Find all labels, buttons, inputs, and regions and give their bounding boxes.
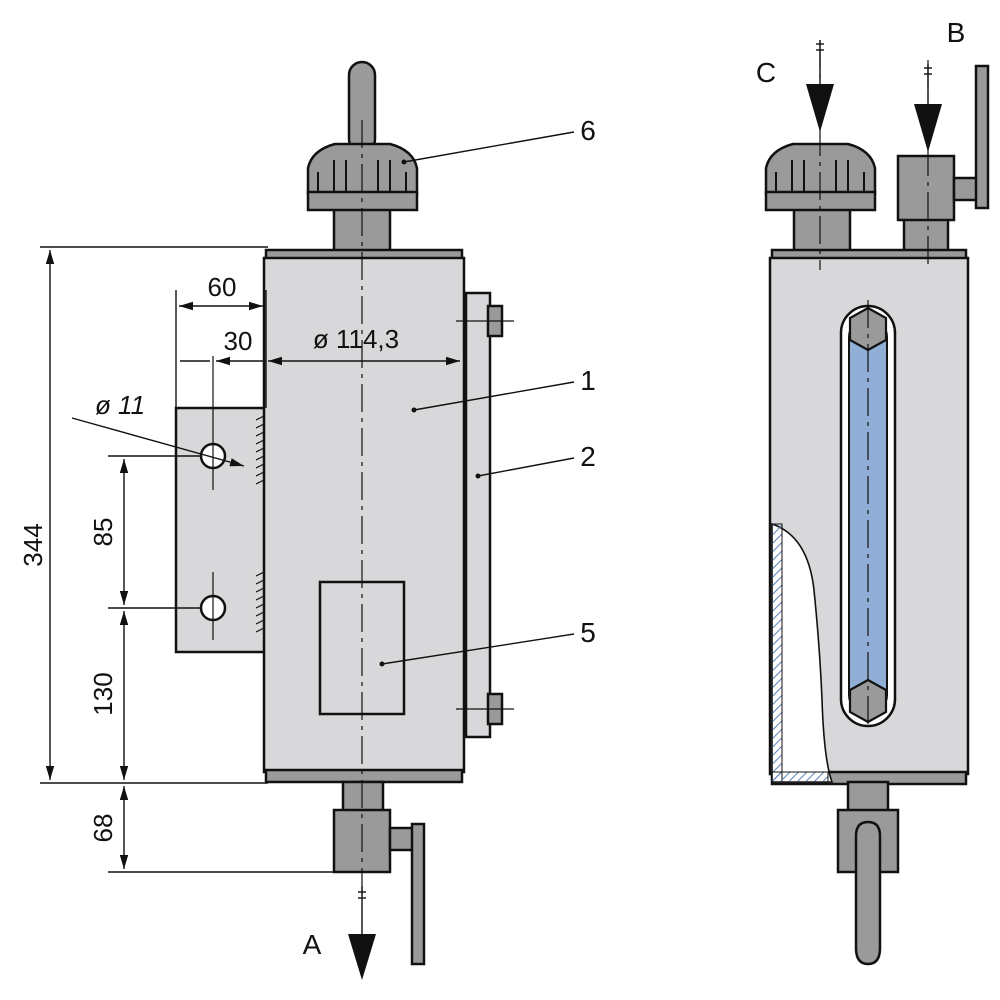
dim-130-text: 130	[88, 672, 118, 715]
dimension-130: 130	[88, 611, 129, 780]
dim-85-text: 85	[88, 518, 118, 547]
dimension-30: 30	[180, 326, 266, 366]
dim-30-text: 30	[224, 326, 253, 356]
dimension-diameter-hole: ø 11	[71, 390, 245, 467]
port-label-c: C	[756, 57, 776, 88]
dim-diameter-text: ø 114,3	[313, 324, 399, 354]
dim-68-text: 68	[88, 814, 118, 843]
leader-2: 2	[475, 441, 596, 479]
weld-marks-lower	[255, 571, 265, 633]
port-label-a: A	[303, 929, 322, 960]
side-bar	[456, 291, 514, 739]
leader-1: 1	[411, 365, 596, 413]
part-label-6: 6	[580, 115, 596, 146]
front-view: 344 60 30 ø 114,3 ø 11	[18, 60, 596, 980]
mounting-bracket	[174, 406, 268, 654]
part-label-1: 1	[580, 365, 596, 396]
side-knob	[764, 142, 877, 254]
leader-6: 6	[401, 115, 596, 165]
weld-marks-upper	[255, 415, 265, 485]
side-view: C B	[756, 17, 990, 966]
dimension-60: 60	[175, 272, 267, 408]
dim-344-text: 344	[18, 523, 48, 566]
port-label-b: B	[947, 17, 966, 48]
dimension-85: 85	[88, 455, 200, 609]
flow-arrow-c: C	[756, 40, 834, 132]
bottom-valve	[332, 780, 426, 966]
cylinder-body	[262, 248, 466, 784]
dim-hole-text: ø 11	[95, 390, 145, 420]
part-label-2: 2	[580, 441, 596, 472]
dimension-diameter-body: ø 114,3	[268, 324, 460, 366]
dim-60-text: 60	[208, 272, 237, 302]
dimension-344: 344	[18, 246, 268, 784]
dimension-68: 68	[88, 786, 336, 873]
flow-arrow-b: B	[914, 17, 965, 152]
part-label-5: 5	[580, 617, 596, 648]
inlet-fitting-b	[896, 64, 990, 254]
leader-5: 5	[379, 617, 596, 667]
side-bottom-fitting	[836, 780, 900, 966]
sight-glass	[839, 304, 897, 728]
flow-arrow-a: A	[303, 886, 376, 980]
cutaway-section	[771, 522, 834, 783]
